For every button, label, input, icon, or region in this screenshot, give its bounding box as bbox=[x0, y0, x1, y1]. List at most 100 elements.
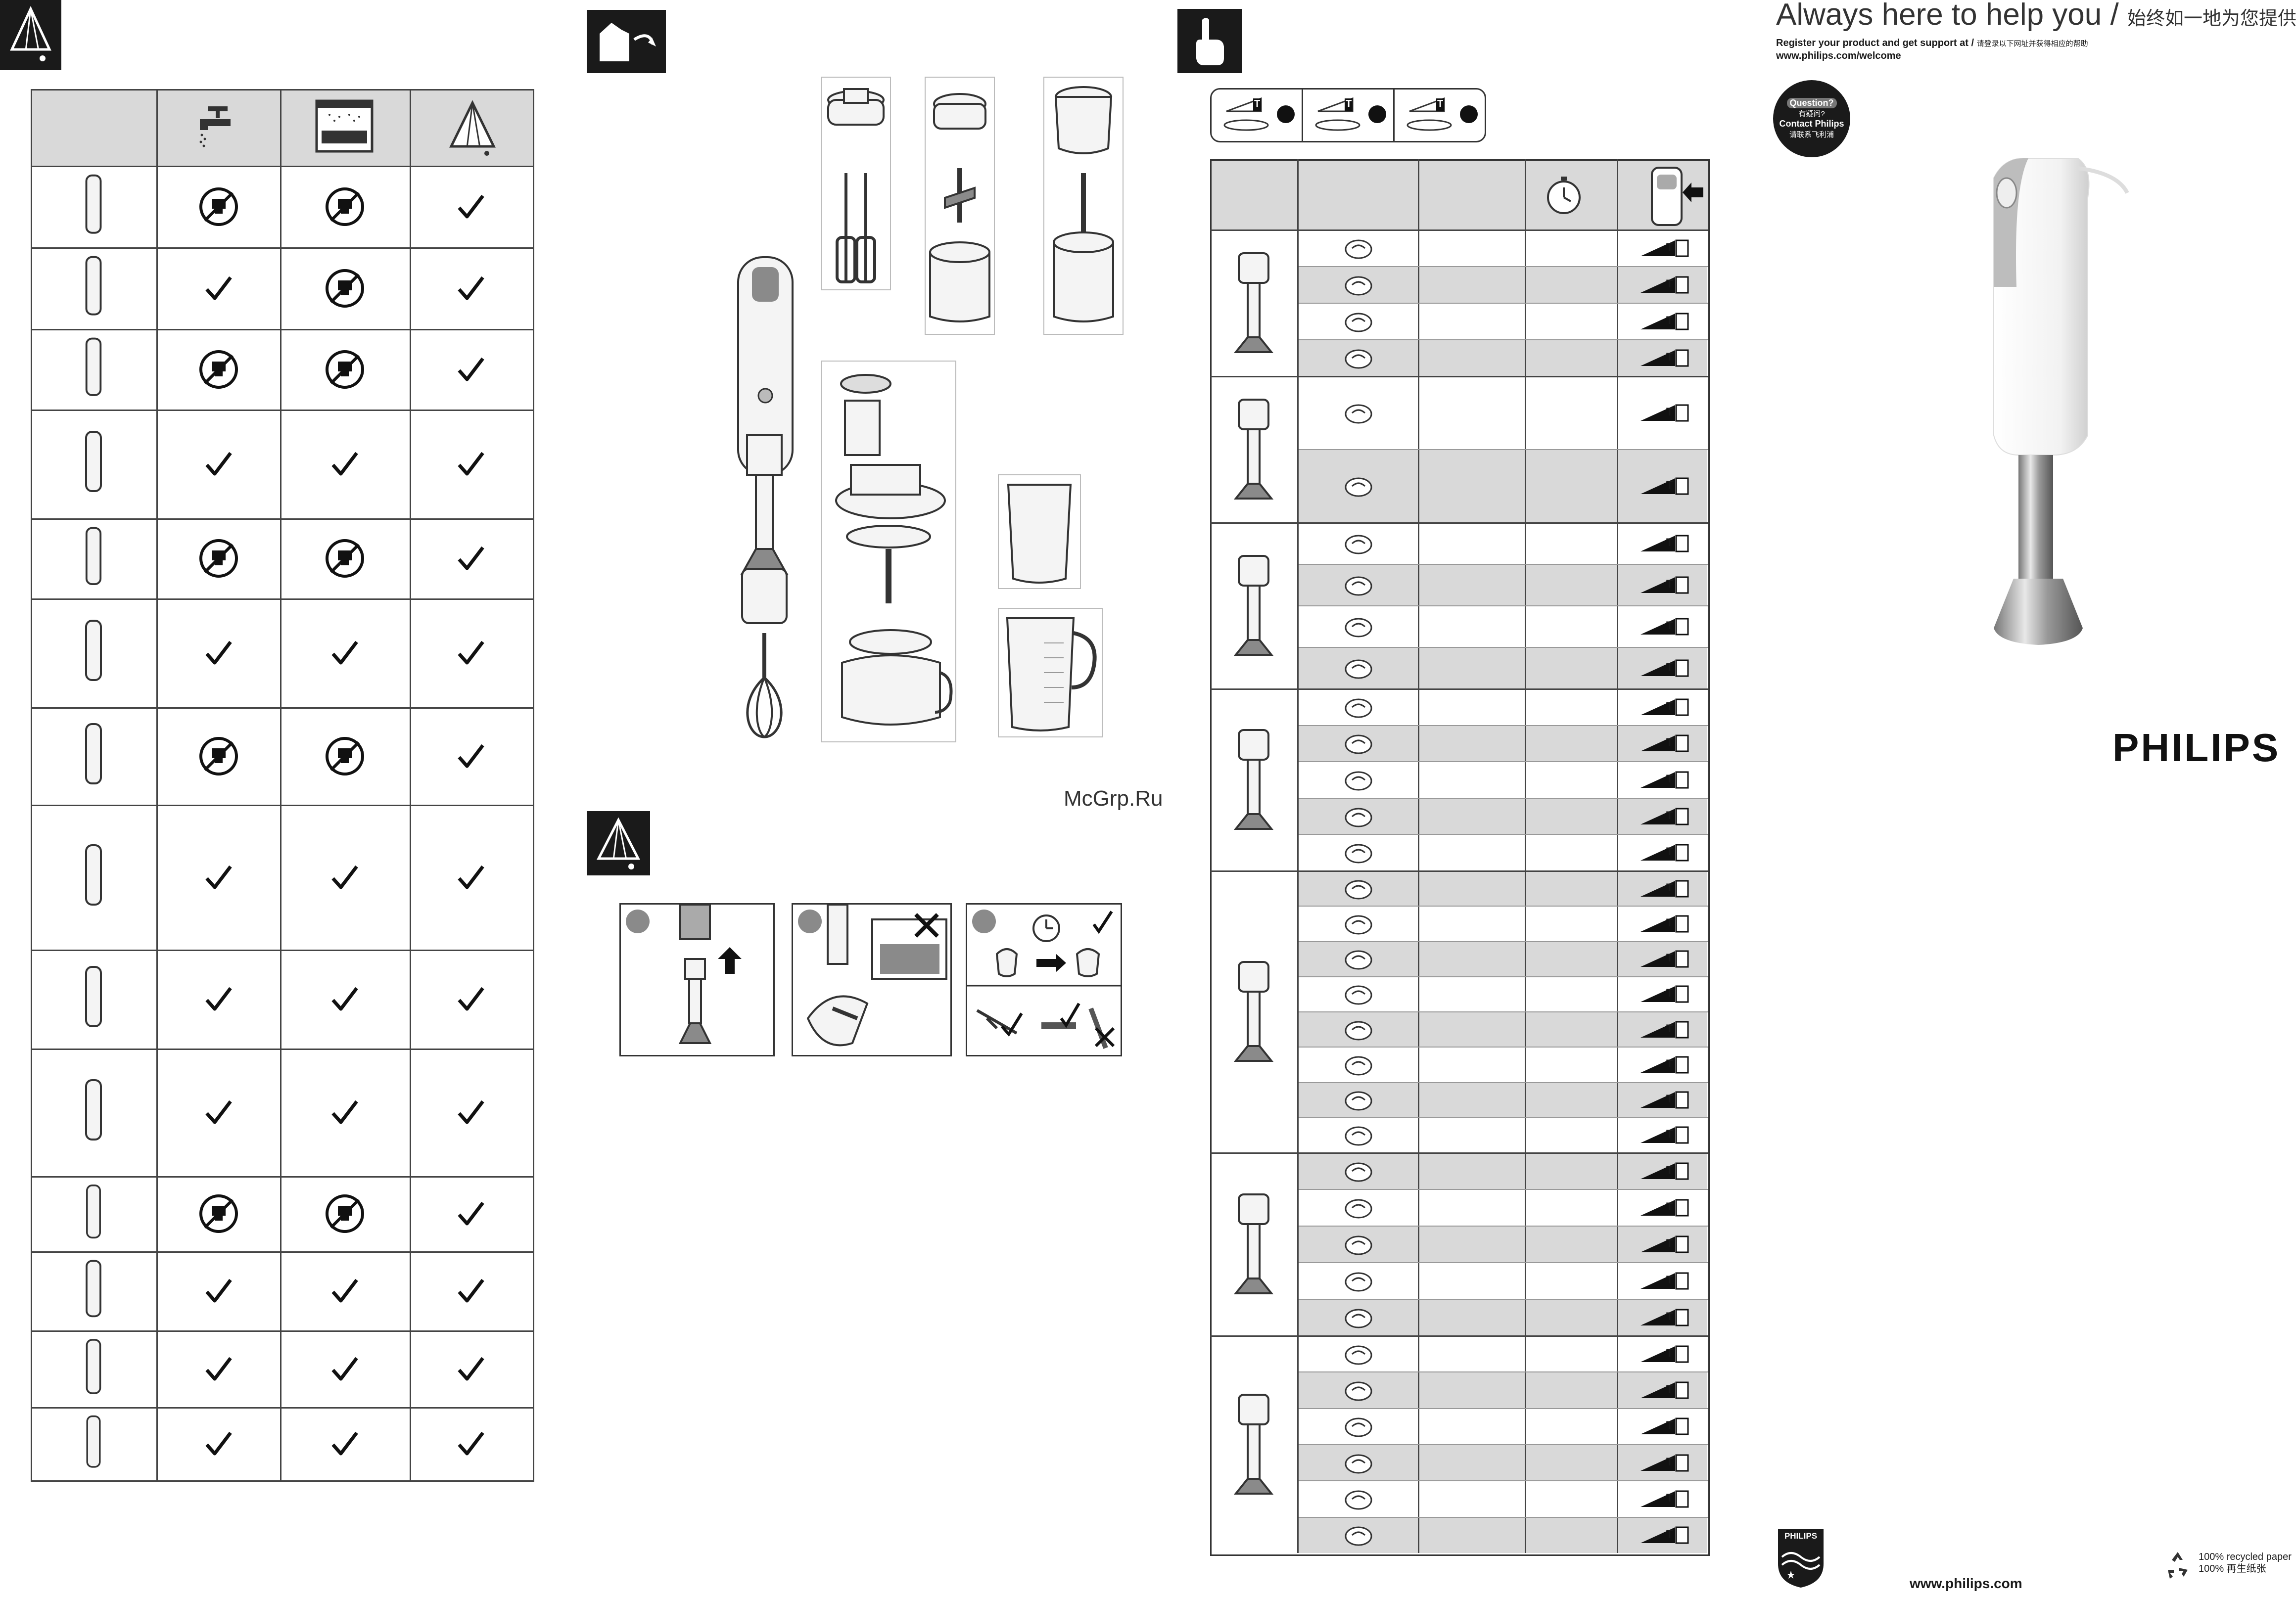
speed-indicator-icon: T bbox=[1618, 1444, 1707, 1480]
check-icon bbox=[441, 1176, 501, 1251]
row-divider bbox=[31, 950, 533, 951]
box-icon bbox=[600, 23, 656, 61]
group-divider bbox=[1210, 688, 1708, 690]
check-icon bbox=[315, 1407, 375, 1480]
check-icon bbox=[441, 329, 501, 410]
no-wash-icon bbox=[189, 166, 248, 247]
speed-indicator-icon: T bbox=[1618, 266, 1707, 303]
ingredient-icon bbox=[1299, 1444, 1418, 1480]
check-icon bbox=[441, 1330, 501, 1407]
ingredient-icon bbox=[1299, 1226, 1418, 1262]
row-divider bbox=[1299, 339, 1708, 340]
ingredient-icon bbox=[1299, 1517, 1418, 1553]
no-wash-icon bbox=[189, 518, 248, 598]
row-divider bbox=[1299, 605, 1708, 606]
check-icon bbox=[441, 950, 501, 1049]
speed-indicator-icon: T bbox=[1618, 1299, 1707, 1335]
speed-control-icon bbox=[1645, 166, 1704, 227]
group-divider bbox=[1210, 870, 1708, 872]
row-divider bbox=[1299, 1189, 1708, 1190]
attachment-icon bbox=[1210, 229, 1297, 376]
row-divider bbox=[1299, 1371, 1708, 1373]
turbo-label: T bbox=[1666, 1346, 1673, 1359]
row-divider bbox=[1299, 1408, 1708, 1409]
usage-table bbox=[1210, 159, 1710, 1556]
row-divider bbox=[1299, 266, 1708, 267]
speed-indicator-icon: T bbox=[1618, 906, 1707, 941]
no-wash-icon bbox=[315, 329, 375, 410]
shield-label: PHILIPS bbox=[1784, 1531, 1818, 1541]
ingredient-icon bbox=[1299, 1117, 1418, 1152]
tap-icon bbox=[193, 101, 242, 151]
speed-indicator-icon: T bbox=[1618, 761, 1707, 798]
check-icon bbox=[189, 598, 248, 707]
speed-indicator-icon: T bbox=[1618, 976, 1707, 1011]
turbo-label: T bbox=[1666, 736, 1673, 749]
no-wash-icon bbox=[315, 247, 375, 329]
ingredient-icon bbox=[1299, 1408, 1418, 1444]
speed-indicator-icon: T bbox=[1618, 798, 1707, 834]
row-divider bbox=[1299, 761, 1708, 763]
cleaning-step-1 bbox=[619, 903, 775, 1056]
accessories-overview bbox=[727, 74, 1133, 747]
ingredient-icon bbox=[1299, 647, 1418, 688]
speed-legend-label: T bbox=[1437, 98, 1444, 109]
check-icon bbox=[441, 1407, 501, 1480]
speed-indicator-icon: T bbox=[1618, 647, 1707, 688]
turbo-label: T bbox=[1666, 1200, 1673, 1213]
ingredient-icon bbox=[1299, 266, 1418, 303]
row-divider bbox=[31, 518, 533, 520]
whisk-icon bbox=[31, 410, 156, 518]
check-icon bbox=[441, 518, 501, 598]
column-divider bbox=[1525, 159, 1526, 1553]
ingredient-icon bbox=[1299, 522, 1418, 564]
speed-indicator-icon: T bbox=[1618, 1335, 1707, 1371]
check-icon bbox=[315, 1049, 375, 1176]
check-icon bbox=[441, 1251, 501, 1330]
speed-indicator-icon: T bbox=[1618, 1011, 1707, 1047]
check-icon bbox=[315, 805, 375, 950]
turbo-label: T bbox=[1666, 1274, 1673, 1286]
turbo-label: T bbox=[1666, 916, 1673, 929]
philips-shield-logo: PHILIPS bbox=[1776, 1527, 1826, 1589]
ingredient-icon bbox=[1299, 1189, 1418, 1226]
ingredient-icon bbox=[1299, 1299, 1418, 1335]
turbo-label: T bbox=[1666, 1057, 1673, 1070]
pusher-disc-icon bbox=[31, 1407, 156, 1480]
no-wash-icon bbox=[189, 707, 248, 805]
ingredient-icon bbox=[1299, 1082, 1418, 1117]
speed-indicator-icon: T bbox=[1618, 1189, 1707, 1226]
turbo-label: T bbox=[1666, 987, 1673, 1000]
turbo-label: T bbox=[1666, 881, 1673, 894]
hand-blender-motor-icon bbox=[31, 166, 156, 247]
turbo-label: T bbox=[1666, 1455, 1673, 1468]
attachment-icon bbox=[1210, 688, 1297, 870]
unpack-icon-badge bbox=[587, 10, 666, 73]
ingredient-icon bbox=[1299, 1047, 1418, 1082]
turbo-label: T bbox=[1666, 351, 1673, 363]
ingredient-icon bbox=[1299, 798, 1418, 834]
ingredient-icon bbox=[1299, 303, 1418, 339]
turbo-label: T bbox=[1666, 479, 1673, 491]
ingredient-icon bbox=[1299, 761, 1418, 798]
cleaning-icon-badge bbox=[587, 811, 650, 875]
row-divider bbox=[1299, 303, 1708, 304]
row-divider bbox=[1299, 725, 1708, 726]
check-icon bbox=[441, 247, 501, 329]
cleaning-header bbox=[32, 91, 533, 167]
row-divider bbox=[1299, 1117, 1708, 1118]
row-divider bbox=[31, 1407, 533, 1409]
no-wash-icon bbox=[315, 1176, 375, 1251]
check-icon bbox=[441, 707, 501, 805]
group-divider bbox=[1210, 376, 1708, 377]
speed-indicator-icon: T bbox=[1618, 564, 1707, 605]
turbo-label: T bbox=[1666, 536, 1673, 548]
check-icon bbox=[441, 1049, 501, 1176]
turbo-label: T bbox=[1666, 699, 1673, 712]
row-divider bbox=[31, 1330, 533, 1332]
ingredient-icon bbox=[1299, 725, 1418, 762]
turbo-label: T bbox=[1666, 314, 1673, 326]
row-divider bbox=[1299, 1011, 1708, 1012]
row-divider bbox=[31, 1251, 533, 1253]
